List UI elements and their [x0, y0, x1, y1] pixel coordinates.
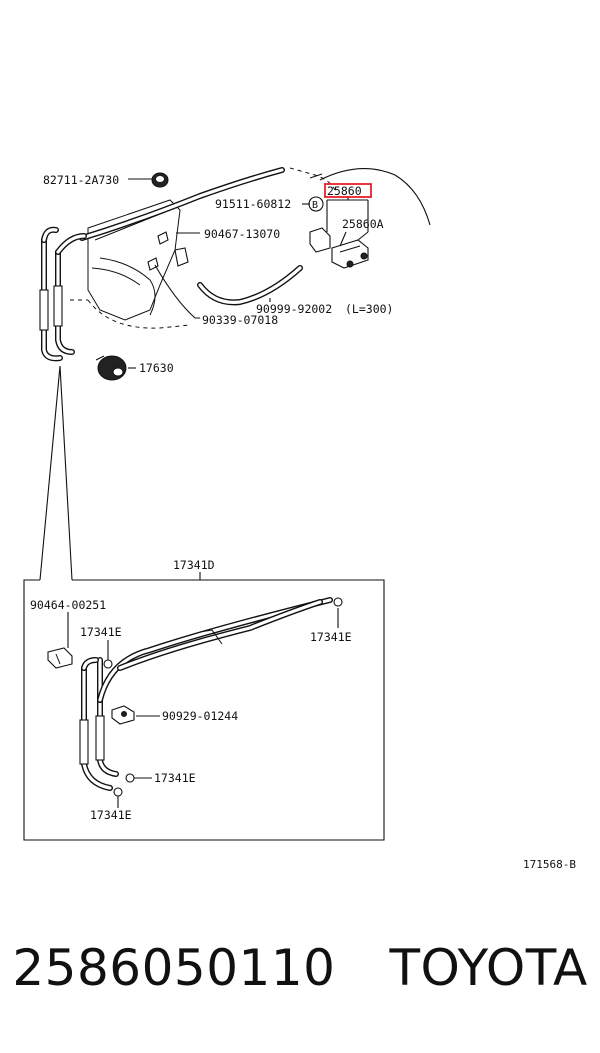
- label-91511: 91511-60812: [215, 197, 291, 211]
- callout-lines: [39, 365, 73, 581]
- valve-icon: [309, 227, 369, 269]
- label-length: (L=300): [345, 302, 393, 316]
- label-90999: 90999-92002: [256, 302, 332, 316]
- diagram-ref-code: 171568-B: [523, 858, 576, 871]
- label-17341D: 17341D: [173, 558, 215, 572]
- footer-caption: 2586050110 TOYOTA: [0, 928, 600, 1008]
- left-tube-sleeve-2: [53, 285, 63, 327]
- label-90929: 90929-01244: [162, 709, 238, 723]
- clamp-icon: [103, 597, 343, 797]
- detail-sleeve-1: [79, 719, 89, 765]
- label-25860A: 25860A: [342, 217, 384, 231]
- label-25860: 25860: [327, 184, 362, 198]
- clip-icon: [147, 231, 189, 271]
- label-17341E-c: 17341E: [154, 771, 196, 785]
- detail-box: [23, 572, 385, 841]
- label-90467: 90467-13070: [204, 227, 280, 241]
- upper-assembly: [39, 167, 431, 381]
- left-tube-sleeve-1: [39, 289, 49, 331]
- parts-diagram: 82711-2A730 25860 91511-60812 B 25860A 9…: [23, 167, 576, 871]
- highlight-box: [324, 183, 372, 198]
- label-90464: 90464-00251: [30, 598, 106, 612]
- part-number: 2586050110: [12, 939, 336, 997]
- brand-name: TOYOTA: [389, 939, 588, 997]
- label-90339: 90339-07018: [202, 313, 278, 327]
- label-17341E-a: 17341E: [80, 625, 122, 639]
- label-17341E-d: 17341E: [90, 808, 132, 822]
- label-circle-b: B: [312, 200, 318, 211]
- filter-icon: [95, 355, 127, 381]
- bracket-icon: [47, 647, 73, 669]
- label-82711: 82711-2A730: [43, 173, 119, 187]
- label-17341E-b: 17341E: [310, 630, 352, 644]
- joint-icon: [111, 705, 135, 725]
- cap-icon: [151, 172, 169, 188]
- label-17630: 17630: [139, 361, 174, 375]
- detail-sleeve-2: [95, 715, 105, 761]
